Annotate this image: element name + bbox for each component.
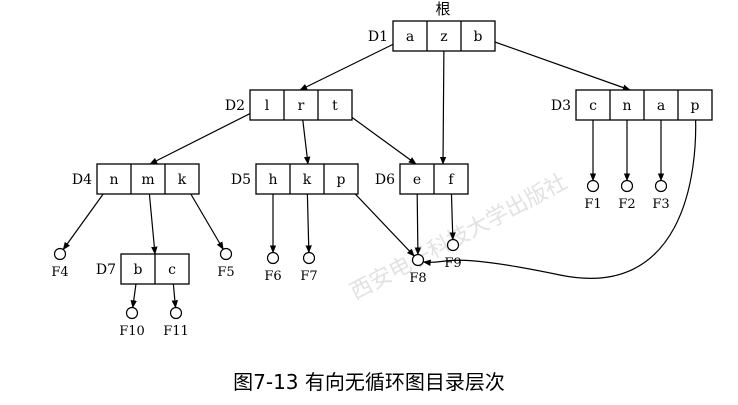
directory-entry: m bbox=[141, 172, 154, 188]
file-node bbox=[302, 251, 316, 265]
directory-d6: e f D6 bbox=[375, 163, 469, 195]
directory-box bbox=[249, 89, 353, 121]
edge-d2-l-to-d4 bbox=[149, 104, 268, 165]
directory-entry: f bbox=[448, 172, 455, 188]
directory-entry: e bbox=[413, 172, 421, 188]
directory-entry: l bbox=[265, 98, 270, 114]
file-label: F5 bbox=[217, 265, 234, 280]
file-f4: F4 bbox=[51, 247, 69, 280]
file-node bbox=[586, 179, 600, 193]
file-node bbox=[446, 238, 460, 252]
file-node bbox=[125, 306, 139, 320]
directory-d7: b c D7 bbox=[96, 253, 190, 285]
file-f9: F9 bbox=[444, 238, 462, 271]
edge-d1-a-to-d2 bbox=[299, 35, 411, 91]
directory-d3: c n a p D3 bbox=[551, 89, 713, 121]
file-f8: F8 bbox=[409, 253, 427, 286]
directory-d1: a z b D1 bbox=[368, 20, 496, 52]
file-f1: F1 bbox=[584, 179, 602, 212]
directory-entry: t bbox=[332, 98, 338, 114]
directory-d2: l r t D2 bbox=[225, 89, 353, 121]
file-f7: F7 bbox=[300, 251, 318, 284]
directory-entry: k bbox=[178, 172, 187, 188]
directory-entry: k bbox=[303, 172, 312, 188]
file-node bbox=[169, 306, 183, 320]
directory-box bbox=[392, 20, 496, 52]
file-f3: F3 bbox=[652, 179, 670, 212]
edge-d1-z-to-d6 bbox=[439, 35, 447, 165]
directory-d4: n m k D4 bbox=[72, 163, 200, 195]
file-f5: F5 bbox=[217, 247, 235, 280]
file-label: F11 bbox=[163, 324, 189, 339]
directory-entry: c bbox=[589, 98, 597, 114]
edge-d3-p-to-f8 bbox=[422, 104, 697, 279]
file-node bbox=[620, 179, 634, 193]
file-node bbox=[266, 251, 280, 265]
directory-entry: p bbox=[337, 172, 346, 188]
figure-caption: 图7-13 有向无循环图目录层次 bbox=[233, 370, 505, 394]
file-node bbox=[411, 253, 425, 267]
directory-label: D4 bbox=[72, 172, 92, 188]
directory-entry: c bbox=[168, 262, 176, 278]
file-label: F6 bbox=[264, 269, 281, 284]
file-f6: F6 bbox=[264, 251, 282, 284]
file-label: F10 bbox=[119, 324, 145, 339]
directory-label: D6 bbox=[375, 172, 395, 188]
file-node bbox=[654, 179, 668, 193]
root-label: 根 bbox=[435, 0, 450, 18]
directory-entry: a bbox=[657, 98, 665, 114]
directory-box bbox=[96, 163, 200, 195]
directory-entry: z bbox=[440, 29, 447, 45]
file-node bbox=[219, 247, 233, 261]
file-label: F4 bbox=[51, 265, 68, 280]
directory-entry: b bbox=[474, 29, 483, 45]
file-label: F1 bbox=[584, 197, 601, 212]
file-label: F9 bbox=[444, 256, 461, 271]
file-label: F8 bbox=[409, 271, 426, 286]
directory-entry: p bbox=[691, 98, 700, 114]
directory-label: D1 bbox=[368, 29, 388, 45]
file-label: F3 bbox=[652, 197, 669, 212]
directory-entry: r bbox=[298, 98, 305, 114]
file-node bbox=[53, 247, 67, 261]
file-f11: F11 bbox=[163, 306, 189, 339]
directory-entry: n bbox=[109, 172, 118, 188]
file-label: F7 bbox=[300, 269, 317, 284]
directory-label: D3 bbox=[551, 98, 571, 114]
file-label: F2 bbox=[618, 197, 635, 212]
directory-label: D2 bbox=[225, 98, 245, 114]
edge-d1-b-to-d3 bbox=[477, 35, 631, 91]
file-f2: F2 bbox=[618, 179, 636, 212]
directory-label: D7 bbox=[96, 262, 116, 278]
directory-box bbox=[255, 163, 359, 195]
directory-entry: n bbox=[622, 98, 631, 114]
directory-entry: b bbox=[134, 262, 143, 278]
directory-label: D5 bbox=[231, 172, 251, 188]
file-f10: F10 bbox=[119, 306, 145, 339]
directory-entry: h bbox=[268, 172, 277, 188]
directory-entry: a bbox=[406, 29, 414, 45]
directory-d5: h k p D5 bbox=[231, 163, 359, 195]
